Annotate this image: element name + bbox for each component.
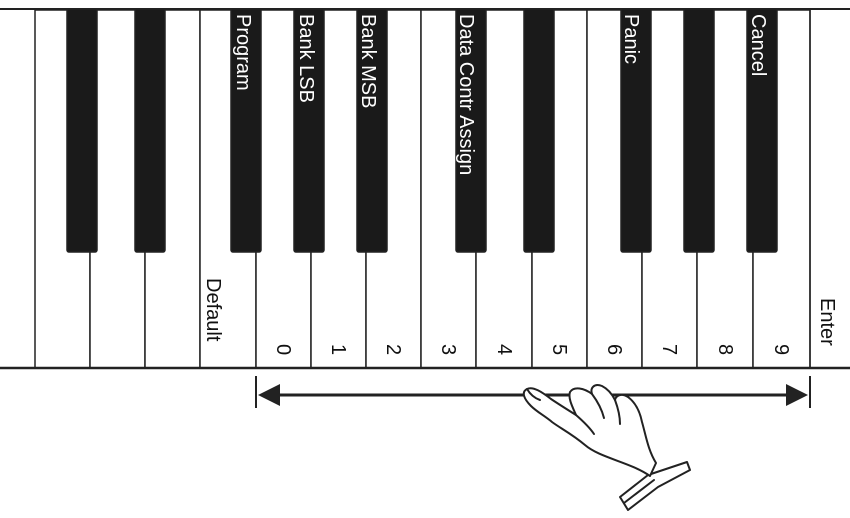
black-key xyxy=(620,8,652,253)
digit-labels: 0 1 2 3 4 5 6 7 8 9 xyxy=(272,344,792,355)
black-key xyxy=(134,8,166,253)
black-key-label-panic: Panic xyxy=(620,14,642,64)
white-key-label-digit: 3 xyxy=(437,344,459,355)
black-key-labels: Program Bank LSB Bank MSB Data Contr Ass… xyxy=(232,14,769,175)
white-key-label-default: Default xyxy=(202,278,224,342)
black-keys xyxy=(66,8,778,253)
white-key-label-digit: 7 xyxy=(658,344,680,355)
white-key-labels: Default 0 1 2 3 4 5 6 7 8 9 Enter xyxy=(202,278,838,355)
white-key-label-digit: 1 xyxy=(327,344,349,355)
white-key-label-digit: 8 xyxy=(714,344,736,355)
black-key-label-bank-lsb: Bank LSB xyxy=(295,14,317,103)
black-key xyxy=(746,8,778,253)
white-key-label-digit: 4 xyxy=(493,344,515,355)
white-key-label-digit: 9 xyxy=(770,344,792,355)
black-key xyxy=(66,8,98,253)
black-key xyxy=(683,8,715,253)
white-key-label-digit: 6 xyxy=(603,344,625,355)
black-key-label-cancel: Cancel xyxy=(747,14,769,76)
black-key-label-bank-msb: Bank MSB xyxy=(357,14,379,108)
black-key xyxy=(523,8,555,253)
white-key-label-enter: Enter xyxy=(816,298,838,346)
black-key-label-data-contr-assign: Data Contr Assign xyxy=(455,14,477,175)
black-key-label-program: Program xyxy=(232,14,254,91)
white-key-label-digit: 2 xyxy=(382,344,404,355)
black-key xyxy=(230,8,262,253)
white-key-label-digit: 5 xyxy=(548,344,570,355)
black-key xyxy=(455,8,487,253)
white-key-label-digit: 0 xyxy=(272,344,294,355)
pointing-hand-icon xyxy=(522,384,691,511)
black-key xyxy=(356,8,388,253)
black-key xyxy=(293,8,325,253)
